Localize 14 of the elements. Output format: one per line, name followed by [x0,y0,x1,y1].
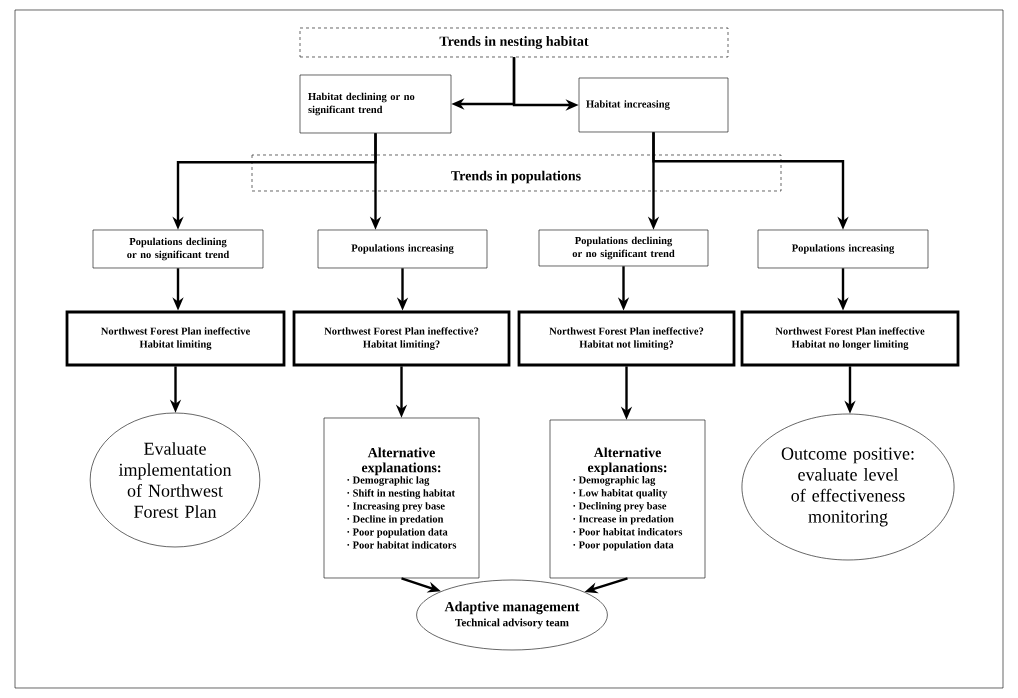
process-box: Habitat increasing [578,77,729,133]
process-box: Populations increasing [757,229,929,269]
explanation-box: Alternative explanations: · Demographic lag · Low habitat quality · Declining prey base · Increase in predation · Poor habitat indicators · Poor population data [549,419,706,579]
process-box: Populations increasing [317,229,488,269]
result-box: Northwest Forest Plan ineffective? Habitat not limiting? [517,310,736,367]
result-box: Northwest Forest Plan ineffective Habitat limiting [65,310,286,367]
process-box: Habitat declining or no significant trend [299,74,452,134]
result-box: Northwest Forest Plan ineffective? Habitat limiting? [292,310,511,367]
explanation-box: Alternative explanations: · Demographic lag · Shift in nesting habitat · Increasing prey base · Decline in predation · Poor population data · Poor habitat indicators [323,417,480,579]
result-box: Northwest Forest Plan ineffective Habitat no longer limiting [740,310,960,367]
band-heading: Trends in populations [451,170,581,184]
process-box: Populations declining or no significant trend [92,229,264,269]
heading-box: Trends in nesting habitat [299,27,729,58]
process-box: Populations declining or no significant trend [538,229,709,267]
